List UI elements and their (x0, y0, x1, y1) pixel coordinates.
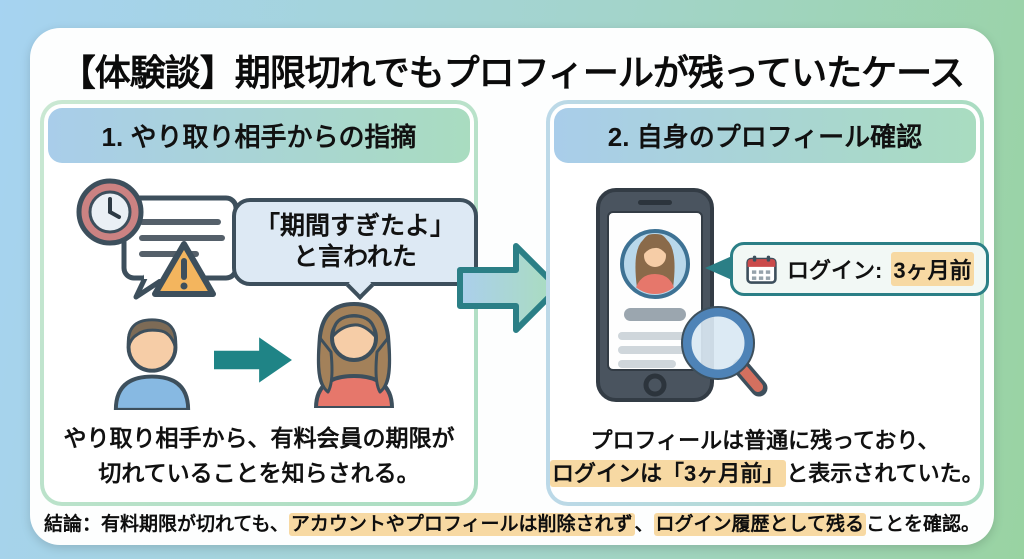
quote-line-1: 「期間すぎたよ」 (254, 211, 455, 240)
panel-2-caption: プロフィールは普通に残っており、 ログインは「3ヶ月前」と表示されていた。 (550, 424, 984, 490)
main-card: 【体験談】期限切れでもプロフィールが残っていたケース 1. やり取り相手からの指… (30, 28, 994, 545)
quote-line-2: と言われた (293, 243, 417, 271)
panel-2-caption-line-1: プロフィールは普通に残っており、 (590, 428, 940, 453)
conclusion-highlight-1: アカウントやプロフィールは削除されず (288, 513, 635, 536)
panel-1-caption-line-1: やり取り相手から、有料会員の期限が (63, 425, 455, 451)
smartphone-icon (596, 188, 768, 402)
last-login-callout: ログイン: 3ヶ月前 (730, 242, 989, 296)
conclusion-separator: 、 (634, 514, 654, 535)
clock-chat-warning-icon (76, 178, 239, 300)
conclusion-suffix: ことを確認。 (865, 514, 980, 535)
panel-1-caption: やり取り相手から、有料会員の期限が 切れていることを知らされる。 (44, 421, 474, 490)
conclusion-text: 結論：有料期限が切れても、アカウントやプロフィールは削除されず、ログイン履歴とし… (30, 509, 994, 536)
panel-2-caption-rest: と表示されていた。 (786, 461, 984, 486)
magnifier-icon (681, 306, 768, 397)
partner-quote-bubble: 「期間すぎたよ」 と言われた (232, 198, 478, 301)
big-arrow-right-icon (457, 243, 561, 333)
man-person-icon (113, 318, 191, 410)
panel-1-header: 1. やり取り相手からの指摘 (48, 108, 470, 163)
conclusion-highlight-2: ログイン履歴として残る (653, 513, 866, 536)
conclusion-prefix: 結論：有料期限が切れても、 (43, 514, 289, 535)
panel-2-illustration: ログイン: 3ヶ月前 (550, 168, 989, 416)
calendar-icon (746, 255, 777, 284)
panel-1-body: 1. やり取り相手からの指摘 (44, 104, 478, 502)
callout-label: ログイン: (787, 258, 883, 283)
panel-2-caption-highlight: ログインは「3ヶ月前」 (550, 460, 787, 487)
panel-2-body: 2. 自身のプロフィール確認 (550, 104, 989, 502)
callout-value: 3ヶ月前 (891, 252, 974, 286)
panel-profile-check: 2. 自身のプロフィール確認 (546, 100, 989, 506)
panel-1-illustration: 「期間すぎたよ」 と言われた (44, 168, 478, 416)
panel-2-header: 2. 自身のプロフィール確認 (554, 108, 976, 163)
panel-1-caption-line-2: 切れていることを知らされる。 (98, 459, 420, 486)
callout-tail (705, 256, 732, 280)
page-title: 【体験談】期限切れでもプロフィールが残っていたケース (59, 52, 966, 93)
arrow-right-icon (214, 337, 292, 383)
panel-partner-pointed-out: 1. やり取り相手からの指摘 (40, 100, 478, 506)
woman-person-icon (314, 302, 394, 408)
